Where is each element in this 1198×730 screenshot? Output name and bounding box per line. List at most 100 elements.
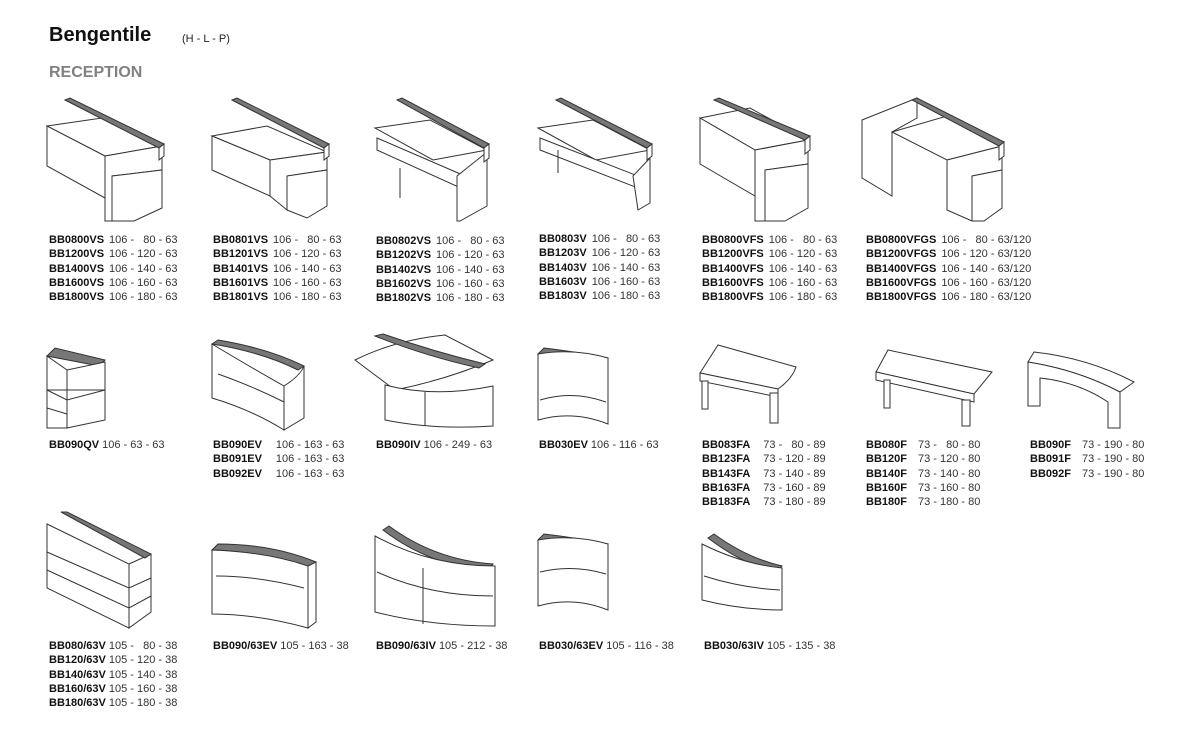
product-dimensions: 106 - 80 - 63 (109, 234, 178, 246)
product-code: BB0800VFGS (866, 234, 937, 246)
product-code: BB1200VS (49, 248, 105, 261)
product-code: BB0803V (539, 233, 587, 245)
product-illustration-inner-curved-shelving (374, 524, 500, 628)
product-dimensions: 106 - 163 - 63 (275, 453, 345, 466)
product-dimensions: 106 - 120 - 63 (273, 248, 342, 261)
product-dimensions: 105 - 116 - 38 (606, 640, 674, 652)
product-row: BB1601VS 106 - 160 - 63 (213, 276, 342, 290)
page-title: Bengentile (49, 24, 152, 46)
product-dimensions: 73 - 140 - 80 (917, 467, 981, 480)
product-dimensions: 106 - 80 - 63 (273, 234, 342, 246)
product-dimensions: 106 - 249 - 63 (423, 439, 493, 451)
product-code: BB180F (866, 496, 907, 509)
product-dimensions: 105 - 212 - 38 (438, 640, 508, 652)
product-code: BB090QV (49, 439, 100, 451)
product-illustration-table-curved (699, 344, 798, 425)
product-dimensions: 106 - 63 - 63 (102, 439, 165, 451)
product-code: BB083FA (702, 439, 751, 451)
product-dimensions: 106 - 140 - 63/120 (941, 262, 1032, 275)
product-dimensions: 106 - 160 - 63 (591, 275, 661, 288)
product-row: BB1801VS 106 - 180 - 63 (213, 290, 342, 304)
product-dimensions: 106 - 180 - 63 (273, 291, 342, 304)
product-dimensions: 106 - 140 - 63 (436, 263, 505, 276)
product-row: BB1400VS 106 - 140 - 63 (49, 262, 178, 276)
product-dimensions: 106 - 120 - 63 (768, 248, 838, 261)
product-code: BB1203V (539, 247, 587, 260)
product-dimensions: 105 - 160 - 38 (108, 682, 178, 695)
product-code: BB1600VFS (702, 276, 764, 289)
product-illustration-curved-desk (210, 338, 317, 431)
product-dimensions: 106 - 180 - 63/120 (941, 291, 1032, 304)
product-code: BB030/63EV (539, 640, 604, 652)
product-code: BB160/63V (49, 682, 106, 695)
product-dimensions: 106 - 80 - 63/120 (941, 234, 1032, 246)
product-dimensions: 106 - 80 - 63 (768, 234, 838, 246)
product-row: BB0800VS 106 - 80 - 63 (49, 233, 178, 247)
product-dimensions: 73 - 160 - 89 (763, 481, 826, 494)
product-dimensions: 106 - 160 - 63 (109, 276, 178, 289)
product-code: BB0800VS (49, 234, 105, 246)
product-dimensions: 106 - 140 - 63 (109, 262, 178, 275)
product-illustration-desk-front (698, 97, 825, 224)
product-code: BB1601VS (213, 276, 269, 289)
product-code: BB1800VFS (702, 291, 764, 304)
product-code: BB1202VS (376, 249, 432, 262)
product-illustration-corner-desk (861, 97, 1012, 224)
product-code: BB1401VS (213, 262, 269, 275)
product-dimensions: 73 - 120 - 89 (763, 453, 826, 466)
product-code: BB090/63IV (376, 640, 436, 652)
product-code: BB090IV (376, 439, 421, 451)
product-dimensions: 73 - 120 - 80 (917, 453, 981, 466)
product-dimensions: 73 - 190 - 80 (1081, 467, 1145, 480)
product-dimensions: 105 - 163 - 38 (280, 640, 349, 652)
product-code: BB1603V (539, 275, 587, 288)
product-dimensions: 106 - 180 - 63 (768, 291, 838, 304)
product-dimensions: 105 - 135 - 38 (766, 640, 836, 652)
product-code: BB1801VS (213, 291, 269, 304)
product-dimensions: 105 - 120 - 38 (108, 654, 178, 667)
product-dimensions: 105 - 80 - 38 (108, 640, 178, 652)
product-code: BB080/63V (49, 640, 106, 652)
product-code: BB1201VS (213, 248, 269, 261)
product-dimensions: 106 - 180 - 63 (436, 292, 505, 305)
product-code: BB160F (866, 481, 907, 494)
product-code: BB1400VS (49, 262, 105, 275)
product-dimensions: 106 - 120 - 63 (591, 247, 661, 260)
product-illustration-shelving (46, 511, 152, 630)
product-dimensions: 106 - 160 - 63 (273, 276, 342, 289)
product-dimensions: 106 - 160 - 63/120 (941, 276, 1032, 289)
